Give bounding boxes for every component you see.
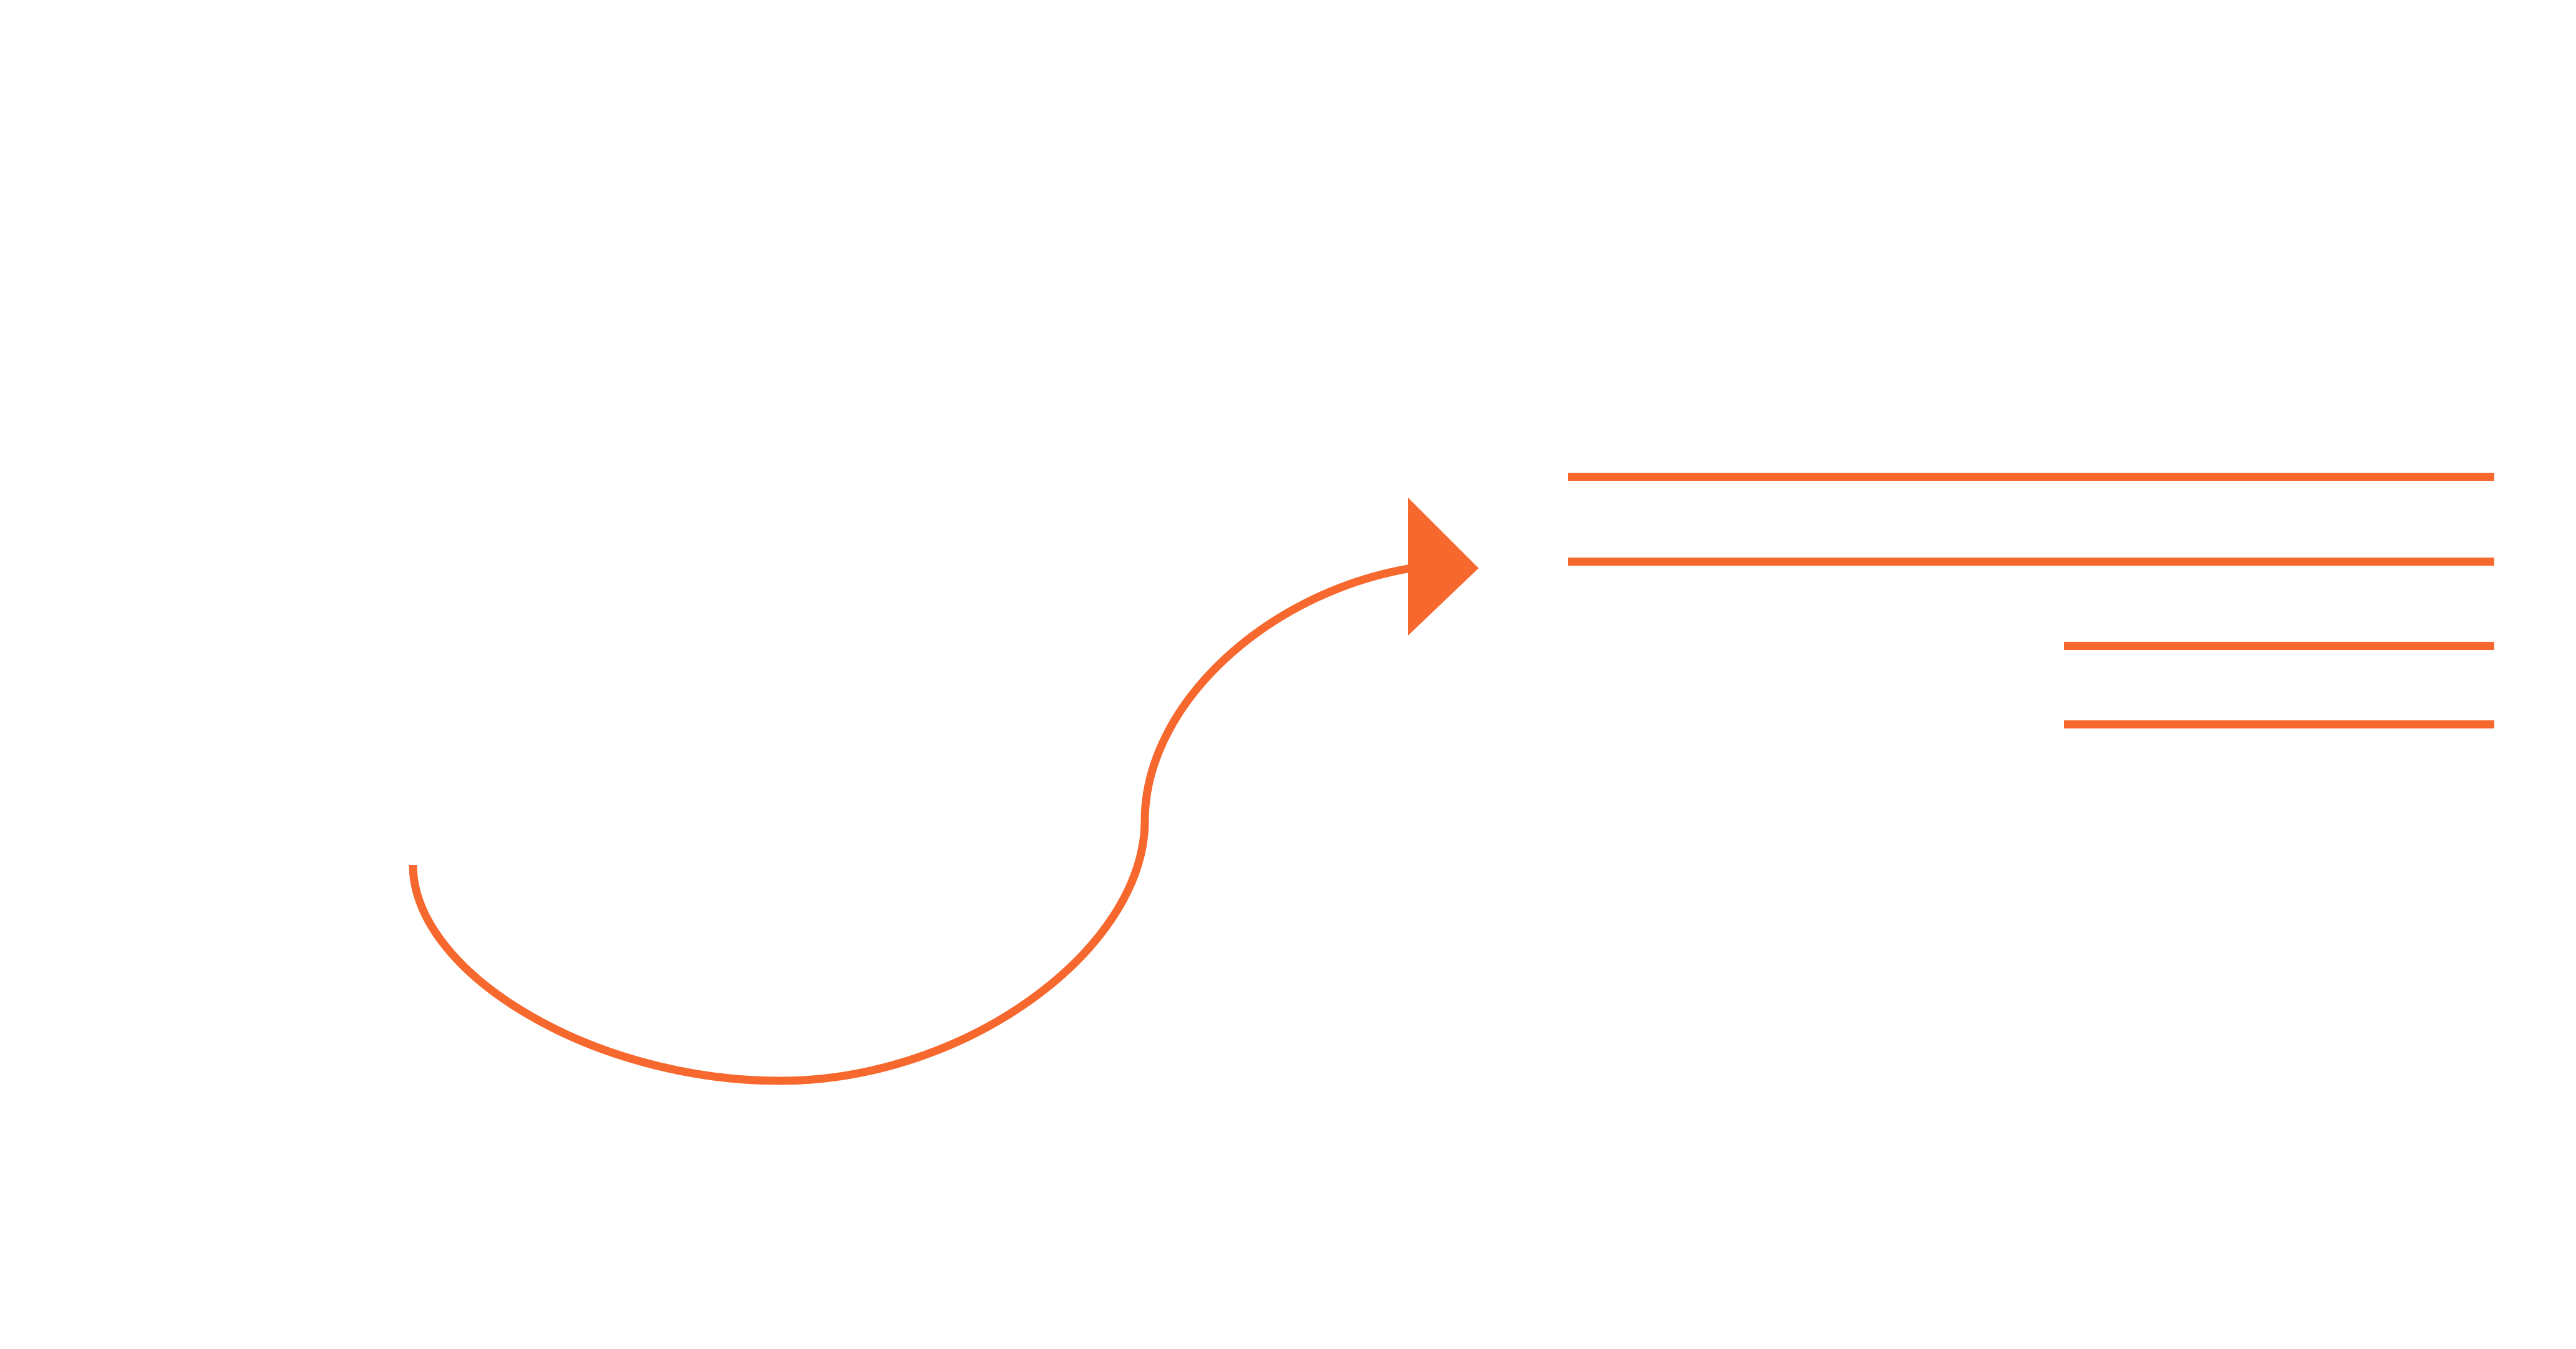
text-line-placeholder-3 [2064, 642, 2494, 650]
text-line-placeholder-4 [2064, 720, 2494, 728]
curved-connector-arrow-path [409, 564, 1412, 1085]
text-line-placeholder-1 [1568, 473, 2494, 481]
arrowhead-icon [1408, 498, 1479, 636]
text-line-placeholder-2 [1568, 558, 2494, 566]
